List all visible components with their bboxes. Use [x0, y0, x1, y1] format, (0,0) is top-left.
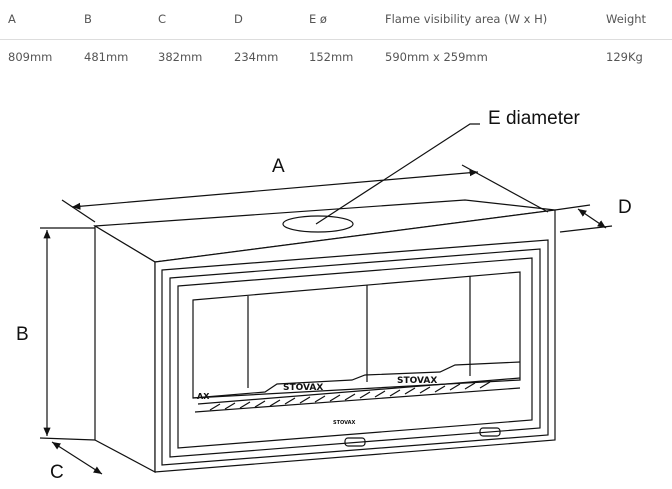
header-flame: Flame visibility area (W x H): [385, 12, 548, 26]
header-weight: Weight: [606, 12, 647, 26]
value-a: 809mm: [8, 50, 53, 64]
table-divider: [0, 39, 672, 40]
brand-mark-center: STOVAX: [283, 383, 323, 393]
brand-badge: STOVAX: [333, 420, 356, 426]
dimension-b: B: [16, 227, 96, 441]
door-handle-right: [479, 427, 501, 437]
value-flame: 590mm x 259mm: [385, 50, 488, 64]
header-c: C: [158, 12, 167, 26]
label-d: D: [618, 197, 632, 218]
header-a: A: [8, 12, 16, 26]
label-a: A: [272, 156, 285, 177]
dimension-c: C: [50, 441, 103, 483]
header-d: D: [234, 12, 243, 26]
flue-outlet: [282, 215, 354, 233]
label-b: B: [16, 324, 29, 345]
label-c: C: [50, 462, 64, 483]
brand-mark-left: AX: [197, 392, 210, 401]
fire-grate: [194, 377, 521, 413]
label-e: E diameter: [488, 108, 581, 129]
value-d: 234mm: [234, 50, 279, 64]
value-weight: 129Kg: [606, 50, 643, 64]
table-header-row: A B C D E ø Flame visibility area (W x H…: [0, 12, 672, 32]
brand-mark-right: STOVAX: [397, 376, 437, 386]
dimension-e: E diameter: [315, 108, 581, 225]
dimension-d: D: [554, 197, 632, 233]
header-b: B: [84, 12, 92, 26]
dimension-a: A: [61, 156, 549, 223]
door-handle: [344, 437, 366, 447]
value-c: 382mm: [158, 50, 203, 64]
stove-body: AX STOVAX STOVAX STOVAX: [93, 199, 556, 473]
table-row: 809mm 481mm 382mm 234mm 152mm 590mm x 25…: [0, 50, 672, 70]
header-e: E ø: [309, 12, 327, 26]
value-b: 481mm: [84, 50, 129, 64]
value-e: 152mm: [309, 50, 354, 64]
